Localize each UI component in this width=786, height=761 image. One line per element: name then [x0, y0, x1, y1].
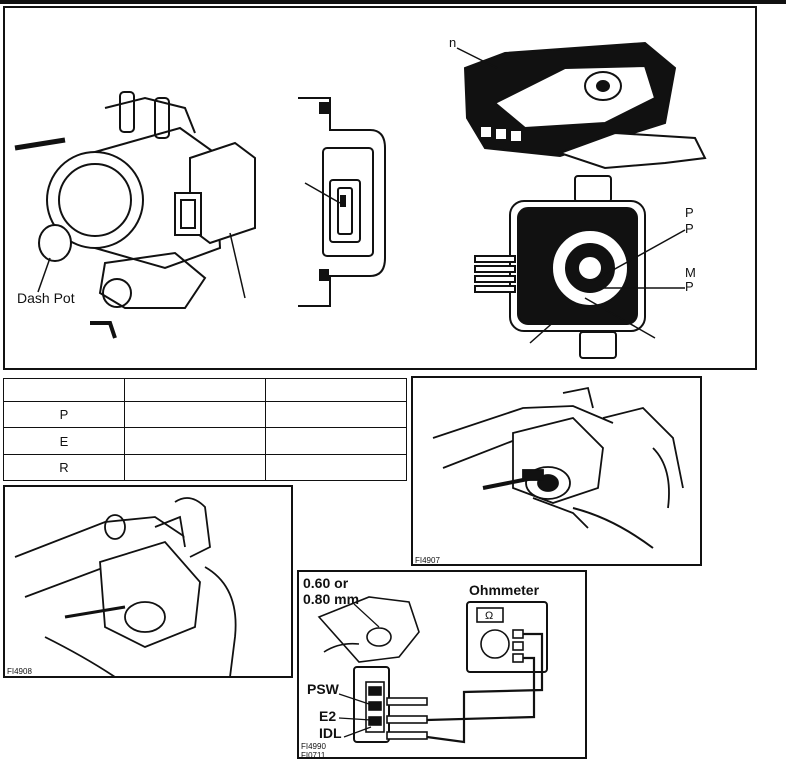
- figure-code-fi0711: FI0711: [301, 751, 326, 759]
- figure-fi4907-panel: FI4907: [411, 376, 702, 566]
- throttle-adjust-illustration: [14, 497, 237, 676]
- figure-code-fi4990: FI4990: [301, 742, 326, 751]
- table-row: E: [3, 427, 407, 455]
- spec-table: P E R: [3, 377, 407, 482]
- label-p3: P: [685, 279, 694, 294]
- top-illustration-panel: Dash Pot n P P M P: [3, 6, 757, 370]
- dash-pot-label: Dash Pot: [17, 290, 75, 306]
- figure-fi4908-panel: FI4908: [3, 485, 293, 678]
- throttle-body-illustration: [14, 41, 707, 359]
- row-label: P: [3, 401, 125, 429]
- label-n: n: [449, 35, 457, 50]
- row-label: E: [3, 427, 125, 455]
- gap-label-line2: 0.80 mm: [303, 591, 360, 607]
- label-m: M: [685, 265, 696, 280]
- ohm-symbol-icon: Ω: [485, 610, 494, 622]
- top-rule: [0, 0, 786, 4]
- ohmmeter-label: Ohmmeter: [469, 582, 540, 598]
- table-row: R: [3, 453, 407, 482]
- label-p1: P: [685, 205, 694, 220]
- e2-label: E2: [319, 708, 337, 724]
- label-p2: P: [685, 221, 694, 236]
- idl-label: IDL: [319, 725, 342, 741]
- psw-label: PSW: [307, 681, 339, 697]
- figure-code-fi4908: FI4908: [7, 667, 32, 676]
- table-header-row: [3, 377, 407, 403]
- table-row: P: [3, 401, 407, 429]
- row-label: R: [3, 453, 125, 482]
- figure-code-fi4907: FI4907: [415, 556, 440, 565]
- ohmmeter-panel: 0.60 or 0.80 mm Ohmmeter Ω PSW E2 IDL FI…: [297, 570, 587, 759]
- ohmmeter-wiring-illustration: [317, 596, 548, 744]
- gap-label-line1: 0.60 or: [303, 575, 349, 591]
- throttle-check-illustration: [432, 386, 684, 549]
